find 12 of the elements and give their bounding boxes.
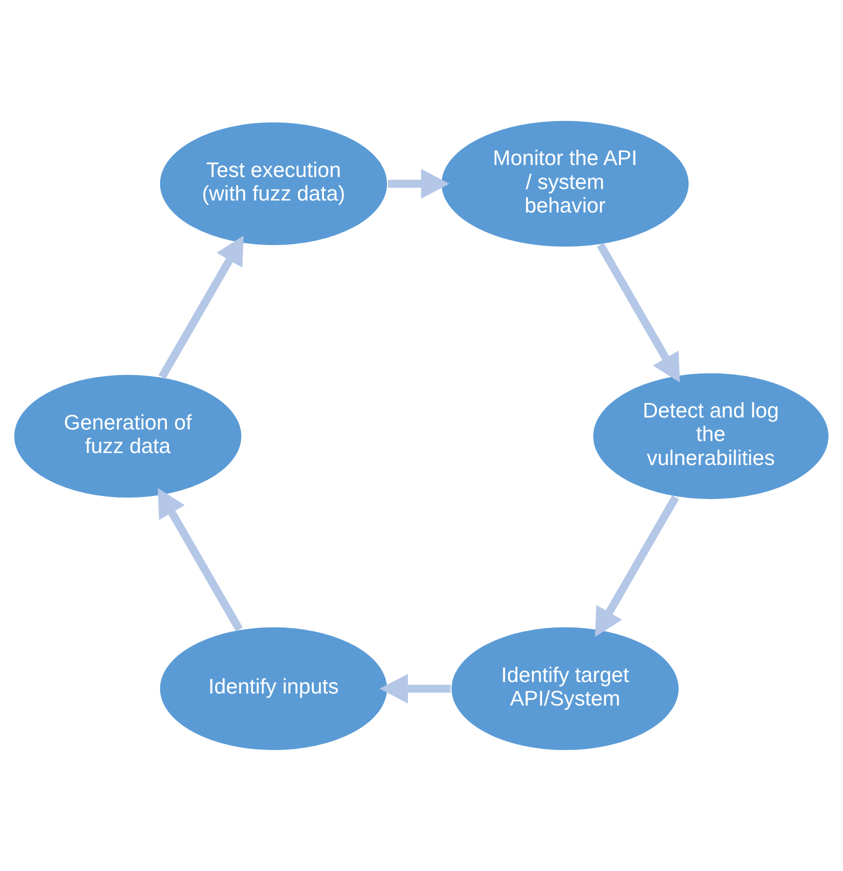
arrow xyxy=(380,674,451,704)
node-ellipse: Identify inputs xyxy=(158,626,388,752)
arrow xyxy=(388,168,450,199)
arrow xyxy=(595,495,679,637)
node-ellipse: Detect and log the vulnerabilities xyxy=(592,372,830,500)
node-ellipse: Identify target API/System xyxy=(450,626,680,752)
arrow xyxy=(158,488,243,632)
node-ellipse: Generation of fuzz data xyxy=(12,374,243,499)
arrow xyxy=(158,236,244,379)
arrow xyxy=(596,242,680,383)
node-ellipse: Monitor the API / system behavior xyxy=(440,120,690,248)
node-ellipse: Test execution (with fuzz data) xyxy=(158,121,388,246)
